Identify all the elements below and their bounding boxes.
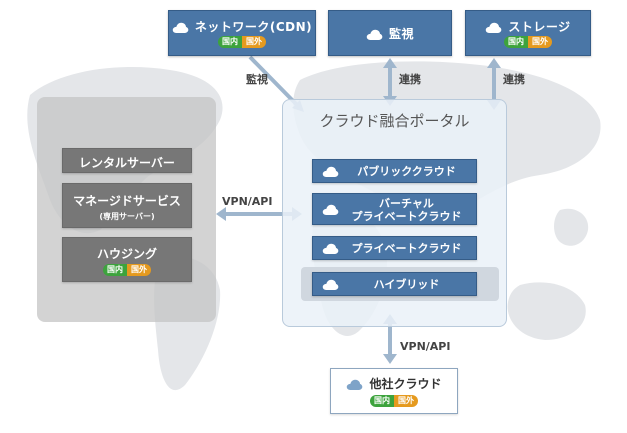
cdn-box: ネットワーク(CDN) 国内国外 (168, 10, 316, 56)
overseas-badge: 国外 (528, 36, 552, 48)
vpn-api-label: VPN/API (222, 195, 273, 208)
cloud-icon (347, 379, 363, 390)
managed-service-label: マネージドサービス (73, 194, 181, 208)
region-badges: 国内国外 (169, 36, 315, 48)
rental-server-label: レンタルサーバー (79, 156, 175, 170)
cloud-icon (322, 204, 339, 215)
storage-box-title: ストレージ (508, 20, 571, 34)
housing-label: ハウジング (96, 247, 157, 261)
cloud-icon (366, 29, 383, 40)
region-badges: 国内国外 (63, 264, 191, 276)
cloud-icon (322, 166, 339, 177)
cloud-icon (322, 279, 339, 290)
virtual-private-cloud-label-line1: バーチャル (379, 197, 434, 210)
region-badges: 国内国外 (466, 36, 590, 48)
monitor-box: 監視 (328, 10, 452, 56)
public-cloud-label: パブリッククラウド (357, 165, 456, 178)
hybrid-label: ハイブリッド (373, 278, 440, 291)
housing-box: ハウジング 国内国外 (62, 237, 192, 282)
overseas-badge: 国外 (127, 264, 151, 276)
link-connector-label: 連携 (399, 73, 421, 86)
storage-box-title-row: ストレージ (466, 18, 590, 35)
domestic-badge: 国内 (103, 264, 127, 276)
cloud-icon (322, 243, 339, 254)
cloud-icon (486, 22, 502, 33)
portal-title: クラウド融合ポータル (319, 112, 470, 130)
private-cloud-item: プライベートクラウド (312, 236, 477, 260)
cloud-icon (172, 22, 189, 33)
vpn-api-label: VPN/API (400, 340, 451, 353)
monitor-box-title-row: 監視 (329, 25, 451, 42)
other-cloud-box: 他社クラウド 国内国外 (330, 368, 458, 414)
domestic-badge: 国内 (218, 36, 242, 48)
public-cloud-item: パブリッククラウド (312, 159, 477, 183)
managed-service-box: マネージドサービス (専用サーバー) (62, 183, 192, 228)
virtual-private-cloud-item: バーチャル プライベートクラウド (312, 193, 477, 225)
cdn-box-title: ネットワーク(CDN) (194, 20, 313, 34)
private-cloud-label: プライベートクラウド (351, 242, 462, 255)
region-badges: 国内国外 (331, 395, 457, 407)
monitor-box-title: 監視 (388, 27, 414, 41)
monitor-connector-label: 監視 (246, 73, 268, 86)
hybrid-item: ハイブリッド (312, 272, 477, 296)
storage-box: ストレージ 国内国外 (465, 10, 591, 56)
domestic-badge: 国内 (370, 395, 394, 407)
cdn-box-title-row: ネットワーク(CDN) (169, 18, 315, 35)
managed-service-sublabel: (専用サーバー) (99, 212, 155, 221)
link-connector-label: 連携 (503, 73, 525, 86)
domestic-badge: 国内 (504, 36, 528, 48)
rental-server-box: レンタルサーバー (62, 148, 192, 173)
virtual-private-cloud-label-line2: プライベートクラウド (351, 210, 462, 223)
other-cloud-title: 他社クラウド (369, 377, 442, 391)
overseas-badge: 国外 (242, 36, 266, 48)
overseas-badge: 国外 (394, 395, 418, 407)
other-cloud-title-row: 他社クラウド (331, 375, 457, 392)
